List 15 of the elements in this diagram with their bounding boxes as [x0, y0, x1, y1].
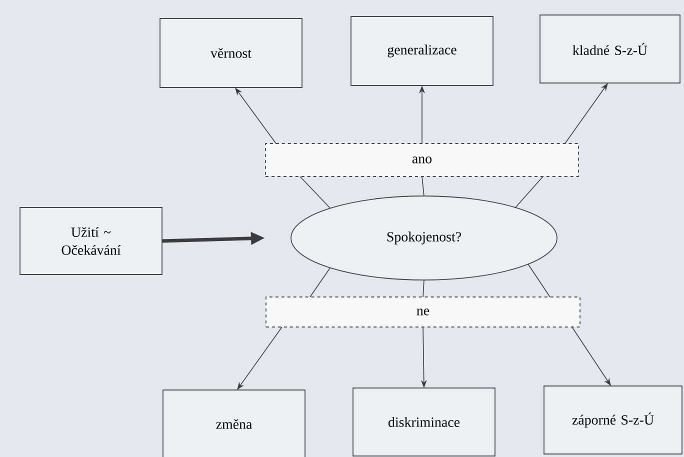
process-box: diskriminace [352, 388, 496, 456]
process-box: generalizace [350, 16, 494, 86]
connector-line [422, 280, 424, 298]
connector-line [310, 268, 330, 298]
process-box: záporné S-z-Ú [544, 386, 682, 454]
process-box: věrnost [160, 18, 302, 88]
process-box: kladné S-z-Ú [540, 14, 680, 84]
process-box: změna [162, 390, 306, 457]
process-box: Užití ~ Očekávání [20, 207, 162, 275]
outcome-band: ne [266, 296, 580, 328]
connector-line [514, 176, 544, 208]
connector-line [422, 176, 424, 196]
connector-line [300, 176, 330, 208]
outcome-band: ano [265, 143, 579, 177]
connector-line [528, 264, 550, 298]
